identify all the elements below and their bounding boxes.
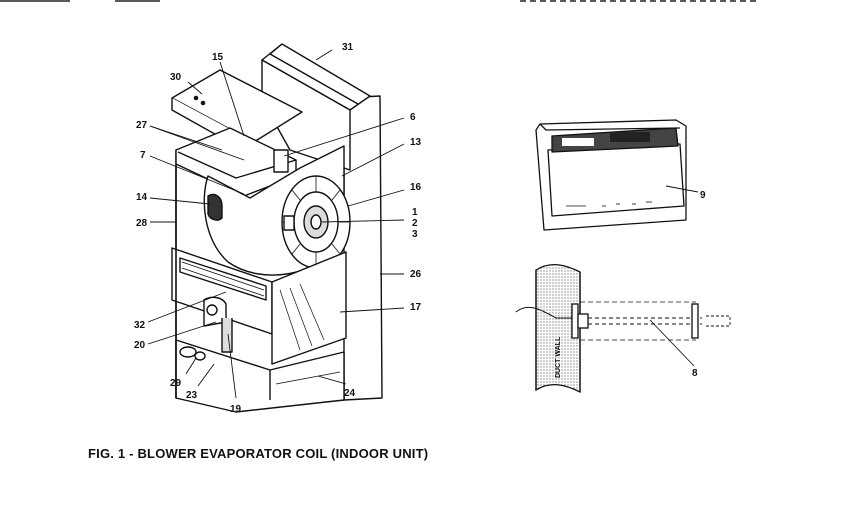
callout-17: 17 xyxy=(410,302,422,313)
callout-31: 31 xyxy=(342,42,354,53)
callout-24: 24 xyxy=(344,388,356,399)
indoor-leader-lines xyxy=(147,49,405,399)
callout-19: 19 xyxy=(230,404,242,415)
thermostat-cover xyxy=(547,143,685,217)
callout-3: 3 xyxy=(412,229,418,240)
callout-26: 26 xyxy=(410,269,422,280)
callout-23: 23 xyxy=(186,390,198,401)
thermostat-drawing xyxy=(535,119,699,231)
callout-8: 8 xyxy=(692,368,698,379)
callout-16: 16 xyxy=(410,182,422,193)
callout-29: 29 xyxy=(170,378,182,389)
callout-6: 6 xyxy=(410,112,416,123)
callout-30: 30 xyxy=(170,72,182,83)
callout-20: 20 xyxy=(134,340,146,351)
indoor-callouts: 31 15 30 6 27 13 7 16 14 1 2 3 28 26 17 … xyxy=(134,42,422,415)
callout-14: 14 xyxy=(136,192,148,203)
callout-13: 13 xyxy=(410,137,422,148)
evaporator-coil xyxy=(271,251,347,365)
callout-9: 9 xyxy=(700,190,706,201)
duct-wall-label: DUCT WALL xyxy=(555,336,562,378)
figure-caption: FIG. 1 - BLOWER EVAPORATOR COIL (INDOOR … xyxy=(88,446,429,461)
callout-32: 32 xyxy=(134,320,146,331)
callout-15: 15 xyxy=(212,52,224,63)
duct-sensor-drawing xyxy=(515,264,731,394)
indoor-unit-drawing xyxy=(171,43,383,413)
callout-2: 2 xyxy=(412,218,418,229)
callout-1: 1 xyxy=(412,207,418,218)
callout-28: 28 xyxy=(136,218,148,229)
callout-7: 7 xyxy=(140,150,146,161)
callout-27: 27 xyxy=(136,120,148,131)
